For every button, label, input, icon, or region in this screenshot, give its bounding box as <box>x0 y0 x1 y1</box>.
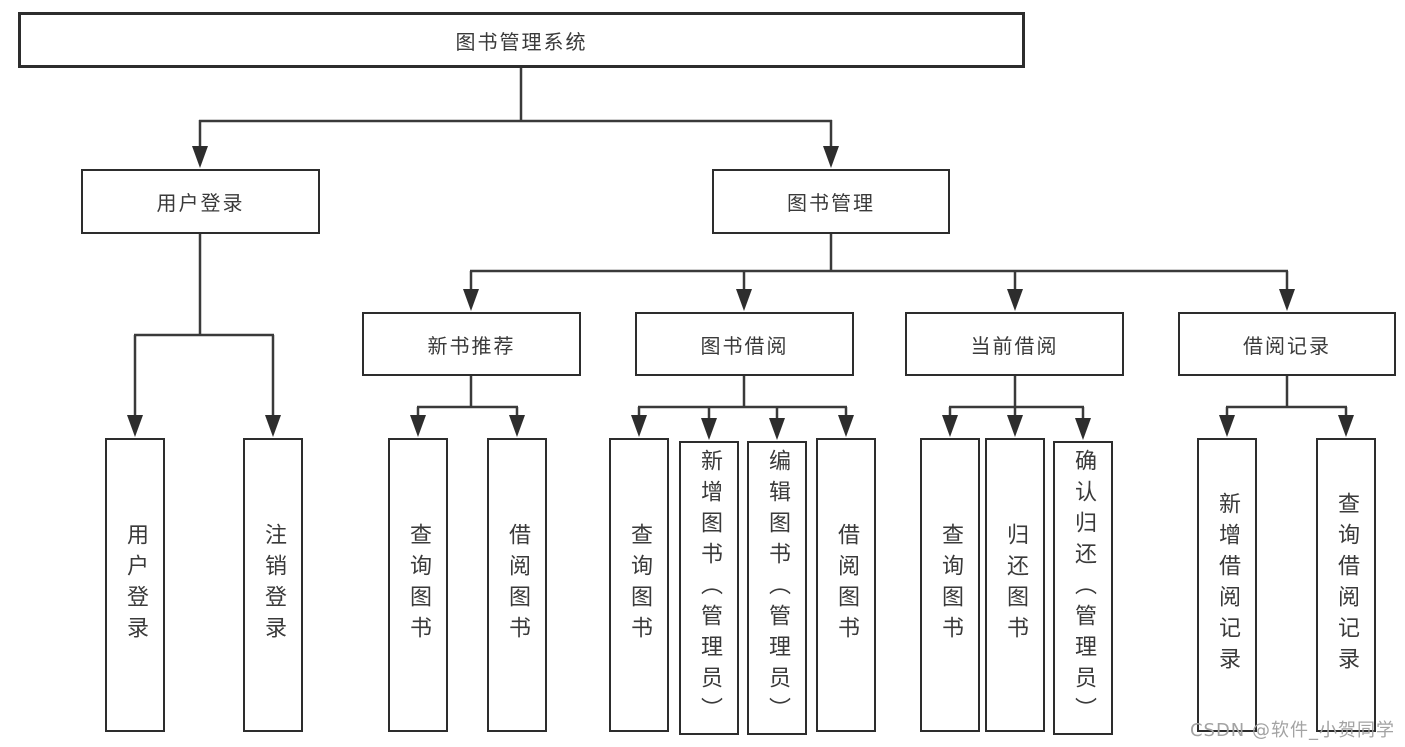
node-borrowing-records: 借阅记录 <box>1178 312 1396 376</box>
leaf-label: 查询图书 <box>627 523 652 647</box>
node-label: 用户登录 <box>156 191 245 215</box>
leaf-add-book-admin: 新增图书（管理员） <box>679 441 739 735</box>
node-label: 图书管理系统 <box>455 29 588 54</box>
node-label: 借阅记录 <box>1243 333 1331 358</box>
leaf-return-book: 归还图书 <box>985 438 1045 732</box>
leaf-query-books-borrow: 查询图书 <box>609 438 669 732</box>
leaf-logout: 注销登录 <box>243 438 303 732</box>
node-library-management-system: 图书管理系统 <box>18 12 1025 68</box>
leaf-borrow-books-recommend: 借阅图书 <box>487 438 547 732</box>
csdn-watermark: CSDN @软件_小贺同学 <box>1189 720 1395 741</box>
node-label: 新书推荐 <box>427 333 516 358</box>
node-new-book-recommendation: 新书推荐 <box>362 312 581 376</box>
leaf-label: 借阅图书 <box>505 523 530 647</box>
leaf-add-borrow-record: 新增借阅记录 <box>1197 438 1257 732</box>
leaf-label: 借阅图书 <box>834 523 859 647</box>
leaf-label: 查询借阅记录 <box>1334 492 1359 678</box>
node-label: 图书借阅 <box>700 333 789 358</box>
node-book-borrowing: 图书借阅 <box>635 312 854 376</box>
leaf-label: 归还图书 <box>1003 523 1028 647</box>
leaf-user-login: 用户登录 <box>105 438 165 732</box>
leaf-label: 新增借阅记录 <box>1215 492 1240 678</box>
leaf-query-books-recommend: 查询图书 <box>388 438 448 732</box>
leaf-label: 查询图书 <box>406 523 431 647</box>
leaf-confirm-return-admin: 确认归还（管理员） <box>1053 441 1113 735</box>
node-book-management: 图书管理 <box>712 169 950 234</box>
leaf-query-books-current: 查询图书 <box>920 438 980 732</box>
leaf-label: 新增图书（管理员） <box>697 448 722 728</box>
leaf-label: 用户登录 <box>123 523 148 647</box>
node-user-login: 用户登录 <box>81 169 320 234</box>
leaf-borrow-books-2: 借阅图书 <box>816 438 876 732</box>
leaf-label: 注销登录 <box>261 523 286 647</box>
leaf-label: 确认归还（管理员） <box>1071 448 1096 728</box>
leaf-label: 查询图书 <box>938 523 963 647</box>
leaf-query-borrow-record: 查询借阅记录 <box>1316 438 1376 732</box>
node-label: 当前借阅 <box>970 333 1059 358</box>
node-current-borrowing: 当前借阅 <box>905 312 1124 376</box>
leaf-edit-book-admin: 编辑图书（管理员） <box>747 441 807 735</box>
leaf-label: 编辑图书（管理员） <box>765 448 790 728</box>
node-label: 图书管理 <box>787 191 875 215</box>
